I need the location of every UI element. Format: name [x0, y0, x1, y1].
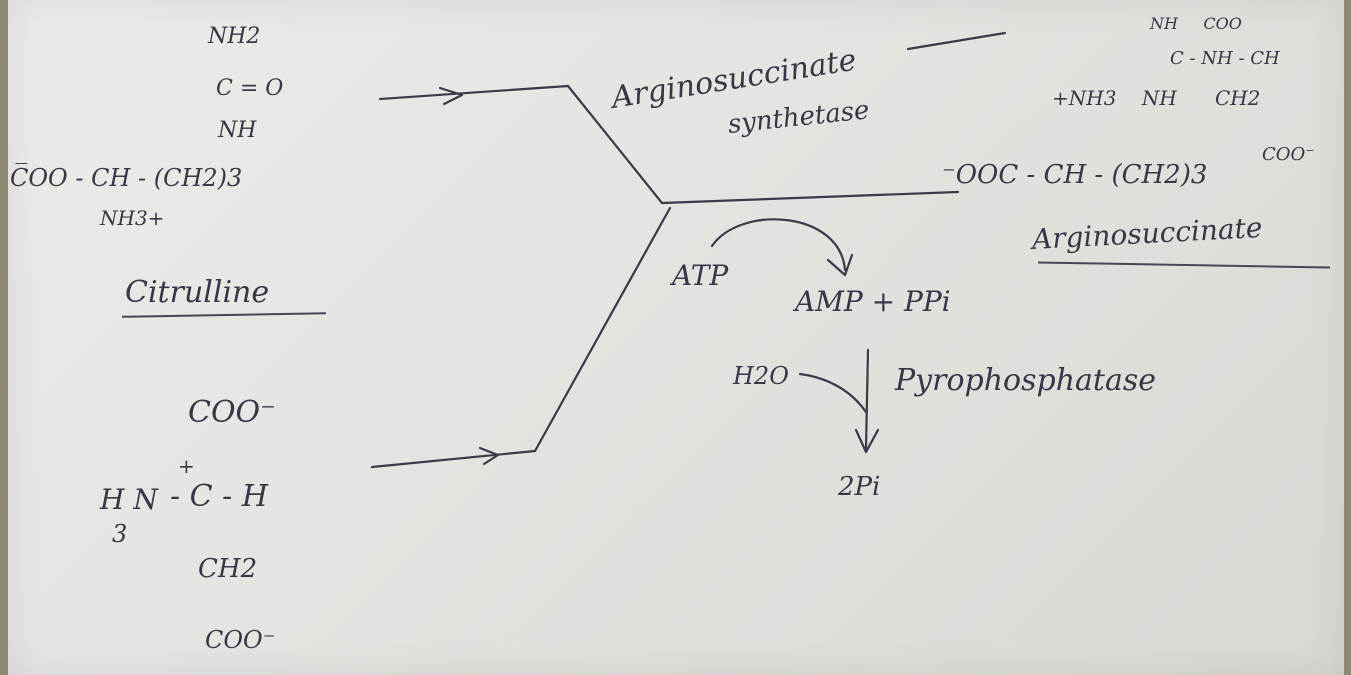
aspartate-plus: +	[178, 454, 195, 478]
aspartate-three: 3	[112, 520, 128, 548]
pyrophosphatase-arrow	[864, 348, 870, 450]
product-backbone: ⁻OOC - CH - (CH2)3	[942, 160, 1208, 190]
amp-ppi-label: AMP + PPi	[795, 285, 951, 318]
atp-curve-arrow	[710, 218, 847, 272]
upper-diagonal	[566, 84, 664, 205]
two-pi-label: 2Pi	[838, 472, 881, 502]
product-top-row: NH COO	[1150, 14, 1242, 33]
aspartate-arrow	[370, 449, 537, 469]
product-second-row: C - NH - CH	[1170, 48, 1280, 69]
product-tail-coo: COO⁻	[1262, 144, 1315, 165]
aspartate-ch2: CH2	[198, 554, 258, 584]
citrulline-carbonyl: C = O	[216, 76, 284, 101]
pyrophosphatase-label: Pyrophosphatase	[895, 363, 1157, 398]
citrulline-arrowhead	[438, 86, 464, 106]
water-label: H2O	[733, 362, 789, 390]
citrulline-backbone: C̅OO - CH - (CH2)3	[10, 164, 243, 192]
lower-diagonal	[533, 206, 672, 453]
aspartate-center: - C - H	[170, 479, 268, 514]
aspartate-arrowhead	[478, 446, 500, 466]
aspartate-coo-top: COO⁻	[188, 395, 276, 430]
atp-curve-arrowhead	[826, 253, 854, 277]
aspartate-h3n: H N	[100, 483, 158, 516]
citrulline-arrow	[378, 84, 570, 101]
paper-sheet	[8, 0, 1344, 675]
product-third-row: +NH3 NH CH2	[1052, 86, 1261, 110]
citrulline-nh3: NH3+	[100, 206, 165, 230]
aspartate-coo-bottom: COO⁻	[205, 626, 276, 654]
citrulline-label: Citrulline	[125, 275, 270, 310]
product-line	[660, 190, 960, 205]
pyrophosphatase-arrowhead	[854, 428, 880, 454]
citrulline-nh: NH	[218, 118, 257, 143]
citrulline-nh2: NH2	[208, 24, 261, 49]
enzyme-rule	[906, 31, 1007, 51]
water-curve	[798, 372, 868, 414]
atp-label: ATP	[672, 259, 729, 292]
